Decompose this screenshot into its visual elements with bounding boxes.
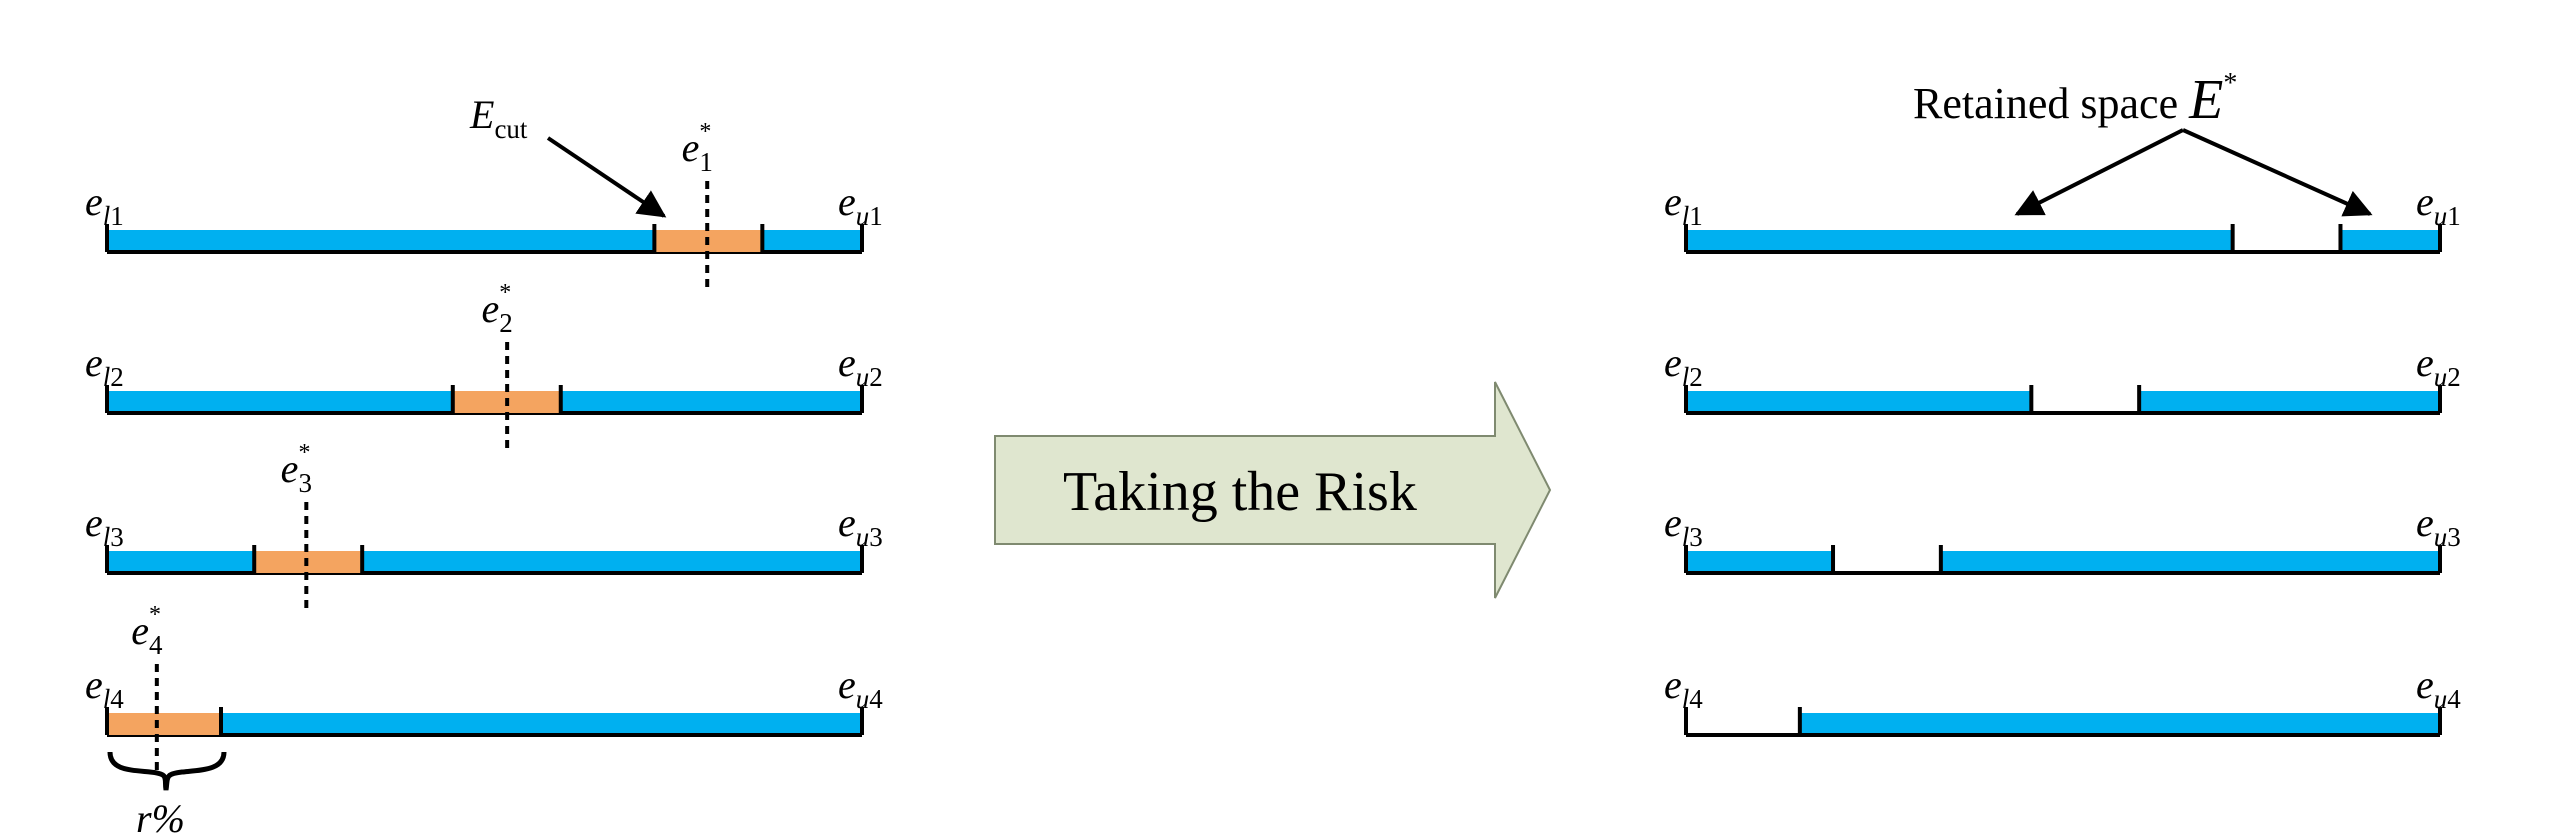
right-row-4: el4 eu4 (1664, 662, 2461, 737)
upper-bound-label: eu1 (838, 179, 883, 231)
upper-bound-label: eu4 (838, 662, 883, 714)
ecut-label: Ecut (469, 92, 528, 144)
upper-bound-label: eu2 (2416, 340, 2461, 392)
upper-bound-label: eu2 (838, 340, 883, 392)
interval-bar (107, 551, 862, 573)
ecut-annotation: Ecut (469, 92, 667, 218)
cut-region (107, 713, 222, 735)
retained-segment (2340, 230, 2440, 252)
lower-bound-label: el4 (85, 662, 124, 714)
retained-arrow-right (2182, 128, 2373, 217)
lower-bound-label: el2 (1664, 340, 1703, 392)
right-row-1: el1 eu1 (1664, 179, 2461, 254)
retained-space-annotation: Retained space E* (1913, 68, 2373, 217)
right-panel: el1 eu1 el2 eu2 el3 eu3 el4 eu4 (1664, 179, 2461, 737)
optimum-label: e*4 (131, 602, 163, 660)
upper-bound-label: eu3 (2416, 500, 2461, 552)
taking-risk-arrow: Taking the Risk (994, 381, 1552, 599)
retained-segment (1686, 391, 2032, 413)
left-row-1: e*1 el1 eu1 (85, 119, 883, 291)
retained-segment (2139, 391, 2440, 413)
retained-segment (1940, 551, 2440, 573)
ecut-arrow (546, 136, 667, 218)
arrow-label: Taking the Risk (1063, 461, 1417, 523)
retained-arrow-left (2014, 128, 2184, 216)
left-row-3: e*3 el3 eu3 (85, 440, 883, 612)
interval-bar (107, 713, 862, 735)
optimum-label: e*1 (682, 119, 713, 177)
lower-bound-label: el4 (1664, 662, 1703, 714)
optimum-label: e*2 (482, 280, 513, 338)
lower-bound-label: el1 (85, 179, 124, 231)
upper-bound-label: eu4 (2416, 662, 2461, 714)
brace-shape (107, 751, 227, 791)
left-row-2: e*2 el2 eu2 (85, 280, 883, 452)
r-percent-brace: r% (107, 751, 227, 837)
lower-bound-label: el2 (85, 340, 124, 392)
retained-segment (1799, 713, 2440, 735)
upper-bound-label: eu3 (838, 500, 883, 552)
lower-bound-label: el3 (85, 500, 124, 552)
retained-segment (1686, 551, 1834, 573)
arrow-shape (994, 381, 1552, 599)
lower-bound-label: el1 (1664, 179, 1703, 231)
right-row-2: el2 eu2 (1664, 340, 2461, 415)
lower-bound-label: el3 (1664, 500, 1703, 552)
optimum-label: e*3 (281, 440, 312, 498)
r-percent-label: r% (136, 796, 185, 837)
retained-segment (1686, 230, 2233, 252)
upper-bound-label: eu1 (2416, 179, 2461, 231)
right-row-3: el3 eu3 (1664, 500, 2461, 575)
retained-space-label: Retained space E* (1913, 68, 2237, 131)
